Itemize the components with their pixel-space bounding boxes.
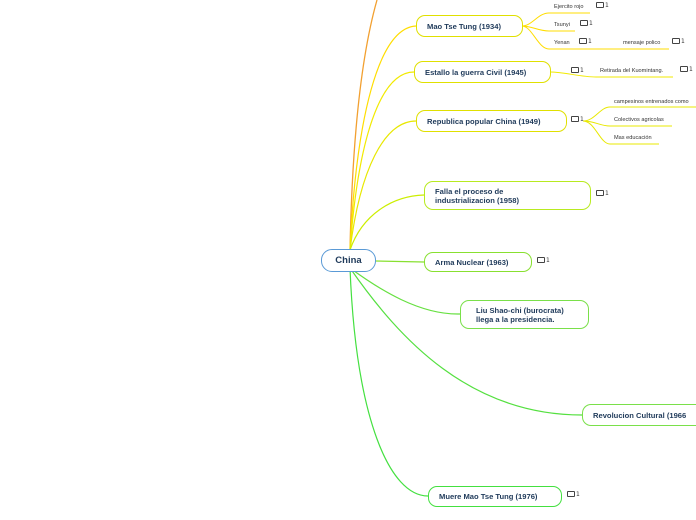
connector-educacion	[582, 120, 611, 145]
comment-badge[interactable]: 1	[571, 115, 584, 123]
topic-republica-popular-china[interactable]: Republica popular China (1949)	[416, 110, 567, 132]
connector-retirada	[549, 71, 597, 78]
connector-campesinos	[582, 106, 611, 122]
topic-muere-mao-tse-tung[interactable]: Muere Mao Tse Tung (1976)	[428, 486, 562, 507]
connector-guerra	[349, 71, 415, 251]
comment-badge[interactable]: 1	[571, 66, 584, 74]
topic-mao-tse-tung-1934[interactable]: Mao Tse Tung (1934)	[416, 15, 523, 37]
subtopic-colectivos-agricolas[interactable]: Colectivos agricolas	[614, 117, 664, 123]
comment-badge[interactable]: 1	[579, 37, 592, 45]
topic-liu-shao-chi[interactable]: Liu Shao-chi (burocrata) llega a la pres…	[460, 300, 589, 329]
comment-icon	[680, 65, 688, 72]
comment-badge[interactable]: 1	[680, 65, 693, 73]
topic-label: Estallo la guerra Civil (1945)	[425, 67, 527, 77]
comment-badge[interactable]: 1	[580, 19, 593, 27]
topic-label: Revolucion Cultural (1966	[593, 410, 687, 420]
comment-icon	[596, 189, 604, 196]
connector-ejercito	[521, 12, 550, 27]
topic-label: Republica popular China (1949)	[427, 116, 541, 126]
connector-falla	[349, 194, 425, 251]
subtopic-retirada-kuomintang[interactable]: Retirada del Kuomintang.	[600, 68, 664, 74]
topic-label: Mao Tse Tung (1934)	[427, 21, 501, 31]
subtopic-yenan[interactable]: Yenan	[554, 40, 570, 46]
comment-badge[interactable]: 1	[537, 256, 550, 264]
topic-label: Falla el proceso de industrializacion (1…	[435, 186, 519, 205]
comment-icon	[580, 19, 588, 26]
comment-badge[interactable]: 1	[596, 189, 609, 197]
topic-arma-nuclear[interactable]: Arma Nuclear (1963)	[424, 252, 532, 272]
topic-label: Muere Mao Tse Tung (1976)	[439, 492, 538, 501]
root-label: China	[335, 255, 362, 266]
comment-badge[interactable]: 1	[596, 1, 609, 9]
comment-icon	[596, 1, 604, 8]
connector-muere	[349, 267, 429, 497]
connector-mao	[349, 25, 417, 251]
subtopic-ejercito-rojo[interactable]: Ejercito rojo	[554, 4, 584, 10]
connector-revolucion	[349, 267, 583, 416]
topic-label: Arma Nuclear (1963)	[435, 257, 509, 267]
comment-icon	[567, 490, 575, 497]
subtopic-mas-educacion[interactable]: Mas educación	[614, 135, 652, 141]
topic-revolucion-cultural[interactable]: Revolucion Cultural (1966	[582, 404, 696, 426]
comment-badge[interactable]: 1	[567, 490, 580, 498]
connector-yenan	[521, 25, 550, 50]
connector-arma	[375, 260, 425, 263]
comment-icon	[571, 115, 579, 122]
connector-liu	[349, 267, 461, 315]
topic-label: Liu Shao-chi (burocrata) llega a la pres…	[476, 305, 564, 324]
connector-republica	[349, 120, 417, 251]
comment-icon	[571, 66, 579, 73]
subtopic-mensaje-polico[interactable]: mensaje polico	[623, 40, 661, 46]
comment-icon	[579, 37, 587, 44]
comment-badge[interactable]: 1	[672, 37, 685, 45]
comment-icon	[672, 37, 680, 44]
subtopic-tsunyi[interactable]: Tsunyi	[554, 22, 570, 28]
root-node-china[interactable]: China	[321, 249, 376, 272]
topic-falla-industrializacion[interactable]: Falla el proceso de industrializacion (1…	[424, 181, 591, 210]
topic-estallo-guerra-civil[interactable]: Estallo la guerra Civil (1945)	[414, 61, 551, 83]
comment-icon	[537, 256, 545, 263]
subtopic-campesinos[interactable]: campesinos entrenados como	[614, 99, 689, 105]
connector-orange	[349, 0, 378, 251]
